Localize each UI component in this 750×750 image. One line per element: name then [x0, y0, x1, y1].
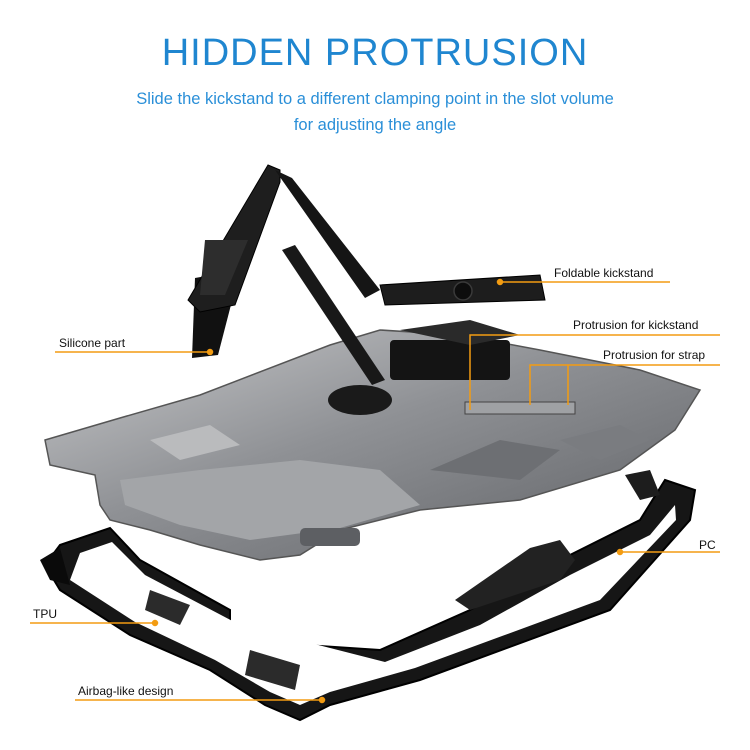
- label-protrusion-kickstand: Protrusion for kickstand: [573, 318, 699, 332]
- page-title: HIDDEN PROTRUSION: [161, 32, 589, 74]
- label-foldable-kickstand: Foldable kickstand: [554, 266, 654, 280]
- line-protrusion-kickstand: [469, 334, 720, 410]
- label-tpu: TPU: [33, 607, 57, 621]
- tpu-pc-frame: [40, 470, 697, 722]
- label-protrusion-strap: Protrusion for strap: [603, 348, 706, 362]
- dot-airbag: [318, 696, 326, 704]
- callout-lines: [30, 278, 720, 704]
- line-protrusion-strap: [529, 364, 720, 405]
- label-airbag: Airbag-like design: [78, 684, 174, 698]
- dot-tpu: [151, 619, 159, 627]
- foldable-kickstand: [187, 164, 546, 385]
- dot-pc: [616, 548, 624, 556]
- label-pc: PC: [699, 538, 716, 552]
- dot-foldable-kickstand: [496, 278, 504, 286]
- subtitle-line-2: for adjusting the angle: [293, 116, 457, 134]
- page-subtitle: Slide the kickstand to a different clamp…: [0, 86, 750, 138]
- subtitle-line-1: Slide the kickstand to a different clamp…: [136, 90, 614, 108]
- dot-silicone-part: [206, 348, 214, 356]
- metal-back-plate: [44, 320, 702, 561]
- label-silicone-part: Silicone part: [59, 336, 126, 350]
